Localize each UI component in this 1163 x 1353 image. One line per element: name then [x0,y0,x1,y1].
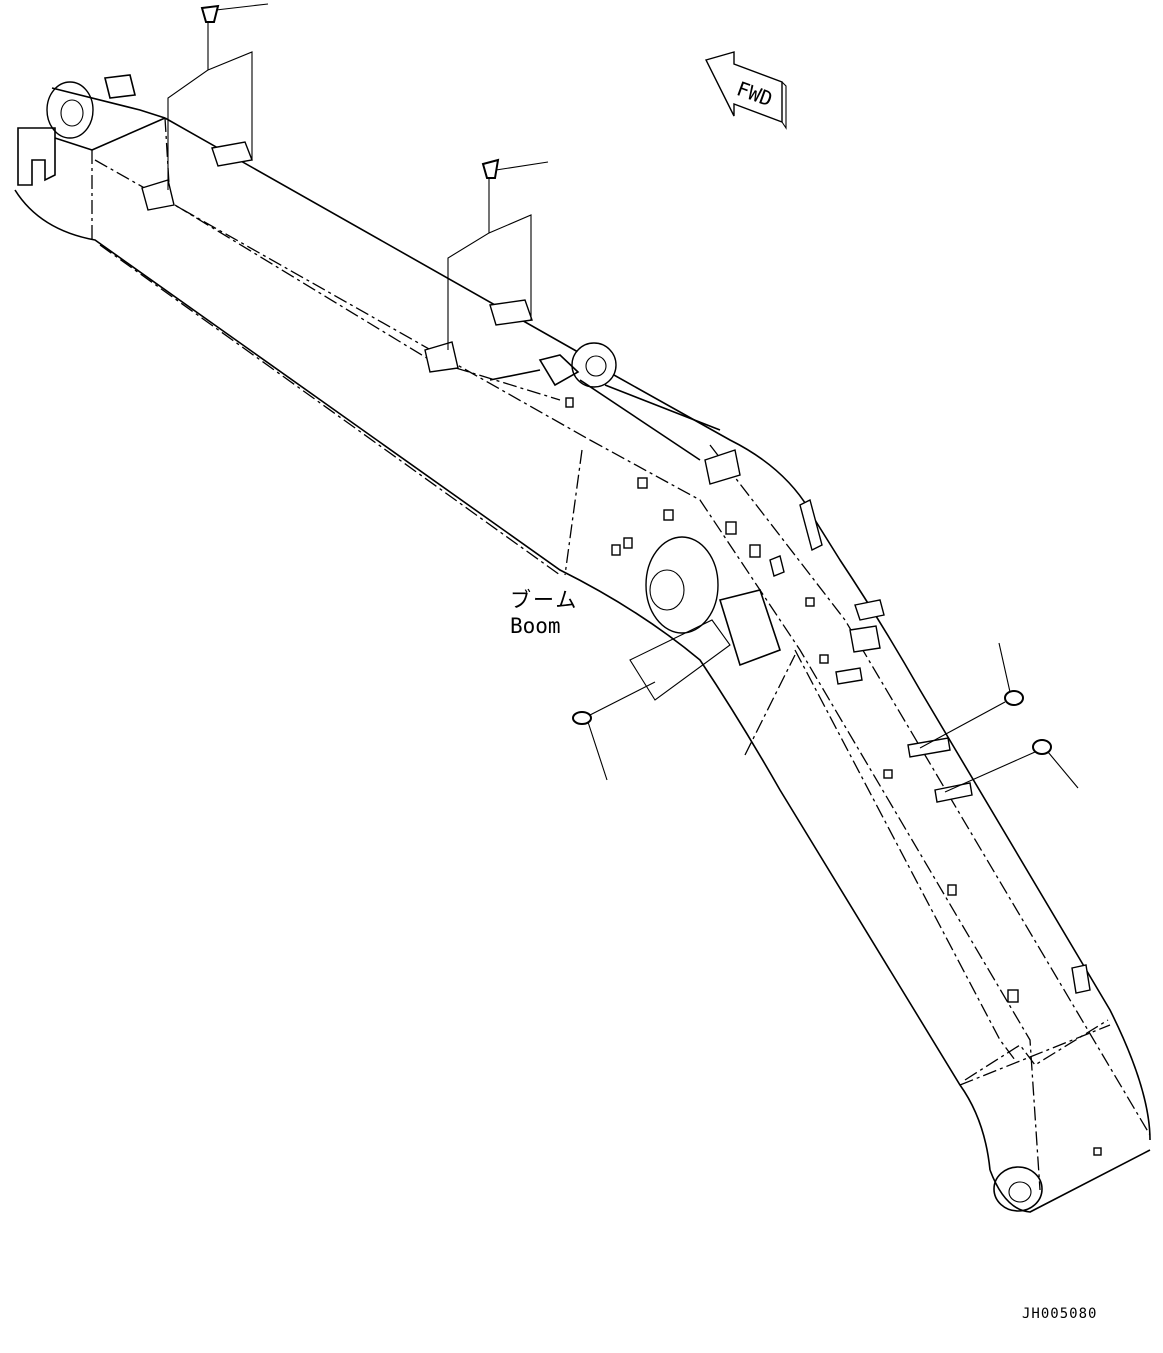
drawing-code: JH005080 [1022,1306,1098,1322]
boom-label-en: Boom [510,614,561,638]
boom-label-jp: ブーム [510,588,579,612]
hose-clamps [141,141,1102,1156]
cap-3 [572,711,592,725]
fwd-direction-arrow: FWD [704,51,787,130]
cap-5 [1032,739,1052,755]
caps [167,3,1079,793]
boom-foot [17,74,166,186]
cylinder-bracket [489,342,721,461]
cap-1 [200,4,220,23]
center-boss [645,536,782,667]
cap-2 [481,158,500,179]
cap-4 [1004,690,1024,706]
boom-body [14,117,1151,1213]
